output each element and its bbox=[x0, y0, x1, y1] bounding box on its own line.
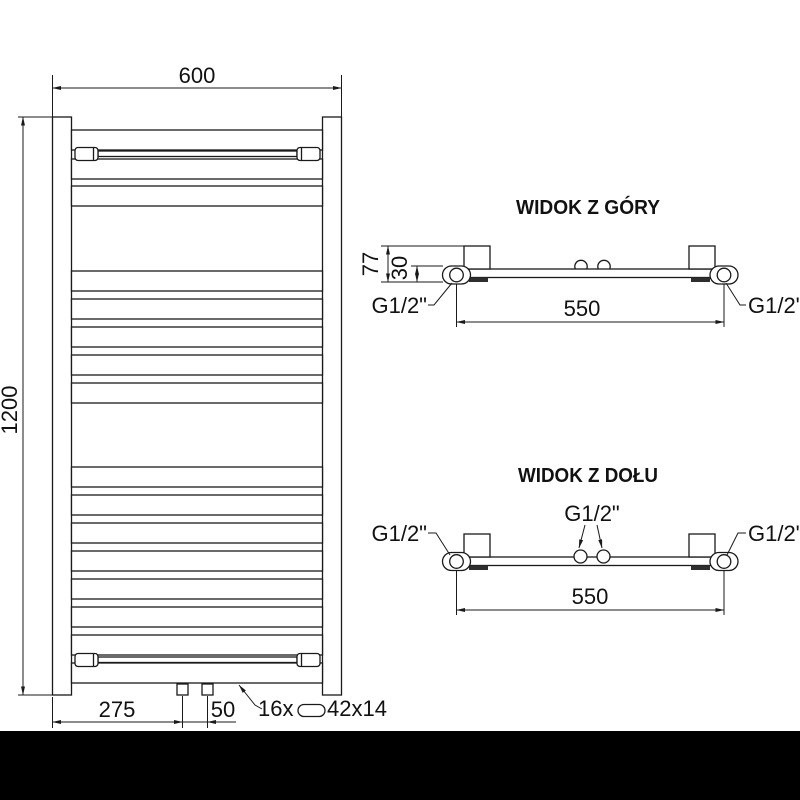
tube-count-label: 16x bbox=[258, 696, 293, 721]
tube bbox=[70, 606, 324, 628]
width-dimension-label: 600 bbox=[179, 63, 216, 88]
tube bbox=[70, 494, 324, 516]
tube bbox=[70, 129, 324, 151]
hanger-rod bbox=[97, 656, 298, 664]
leader-line bbox=[725, 282, 746, 306]
left-connection-callout: G1/2" bbox=[371, 521, 451, 556]
leader-line bbox=[428, 532, 451, 556]
right-connection-callout: G1/2" bbox=[725, 282, 800, 318]
wall-bracket-right bbox=[688, 533, 716, 558]
bottom-connection-stub-left bbox=[176, 683, 189, 696]
axis-spacing-dimension: 550 bbox=[456, 571, 725, 615]
tube bbox=[70, 578, 324, 600]
axis-spacing-label: 550 bbox=[572, 584, 609, 609]
tube bbox=[70, 354, 324, 376]
hanger-clip-left bbox=[74, 146, 99, 162]
right-connection-label: G1/2" bbox=[748, 293, 800, 318]
tube-callout: 16x 42x14 bbox=[238, 684, 387, 721]
top-view-title: WIDOK Z GÓRY bbox=[516, 195, 661, 219]
bracket-pad-left bbox=[469, 565, 488, 570]
bracket-pad-left bbox=[469, 277, 488, 282]
bottom-offset-label: 275 bbox=[99, 697, 136, 722]
tube bbox=[70, 298, 324, 320]
radiator-body bbox=[51, 116, 343, 696]
width-dimension: 600 bbox=[52, 63, 342, 117]
top-hanger-rod bbox=[74, 146, 321, 162]
center-connection-callout: G1/2" bbox=[564, 501, 620, 549]
front-view: 600 1200 bbox=[0, 63, 387, 728]
left-collector bbox=[51, 116, 73, 696]
depth-dimension: 77 bbox=[358, 245, 464, 283]
leader-line bbox=[596, 524, 603, 549]
tube-profile-icon bbox=[297, 703, 326, 718]
connection-circle-right bbox=[716, 267, 732, 283]
height-dimension-label: 1200 bbox=[0, 386, 22, 435]
axis-spacing-dimension: 550 bbox=[456, 284, 725, 327]
tube bbox=[70, 326, 324, 348]
left-connection-label: G1/2" bbox=[371, 521, 427, 546]
bottom-hanger-rod bbox=[74, 652, 321, 668]
leader-line bbox=[238, 684, 263, 710]
connector-depth-dimension: 30 bbox=[387, 256, 443, 283]
right-connection-callout: G1/2" bbox=[726, 521, 800, 556]
center-connection-label: G1/2" bbox=[564, 501, 620, 526]
bottom-connection-stub-right bbox=[201, 683, 214, 696]
top-view: WIDOK Z GÓRY 77 30 bbox=[358, 195, 800, 327]
radiator-tubes bbox=[70, 129, 324, 684]
leader-line bbox=[726, 532, 746, 556]
right-connection-label: G1/2" bbox=[748, 521, 800, 546]
hanger-clip-right bbox=[296, 146, 321, 162]
bottom-dimensions: 275 50 bbox=[52, 696, 236, 728]
hanger-clip-left bbox=[74, 652, 99, 668]
tube bbox=[70, 634, 324, 656]
tube bbox=[70, 522, 324, 544]
tube-profile-label: 42x14 bbox=[327, 696, 387, 721]
height-dimension: 1200 bbox=[0, 116, 53, 696]
leader-line bbox=[428, 282, 453, 306]
top-tube-bar bbox=[454, 268, 719, 279]
center-connection-circle bbox=[596, 549, 611, 564]
hanger-rod bbox=[97, 150, 298, 158]
tube bbox=[70, 662, 324, 684]
depth-label: 77 bbox=[358, 252, 383, 276]
footer-band bbox=[0, 731, 800, 800]
bracket-pad-right bbox=[691, 565, 710, 570]
connection-circle-left bbox=[449, 267, 464, 283]
tube bbox=[70, 270, 324, 292]
left-connection-label: G1/2" bbox=[371, 293, 427, 318]
bottom-view: WIDOK Z DOŁU G1/2" G1/2" G1/2" bbox=[371, 465, 800, 615]
wall-bracket-left bbox=[463, 245, 491, 270]
right-collector bbox=[321, 116, 343, 696]
center-spacing-label: 50 bbox=[211, 697, 235, 722]
connector-depth-label: 30 bbox=[387, 256, 412, 280]
wall-bracket-right bbox=[688, 245, 716, 270]
tube bbox=[70, 550, 324, 572]
bracket-pad-right bbox=[691, 277, 710, 282]
leader-line bbox=[578, 524, 586, 549]
bottom-view-title: WIDOK Z DOŁU bbox=[518, 465, 658, 487]
left-connection-callout: G1/2" bbox=[371, 282, 453, 318]
tube bbox=[70, 158, 324, 180]
tube bbox=[70, 466, 324, 488]
tube bbox=[70, 382, 324, 404]
tube bbox=[70, 185, 324, 207]
wall-bracket-left bbox=[463, 533, 491, 558]
hanger-clip-right bbox=[296, 652, 321, 668]
connection-circle-left bbox=[449, 554, 464, 569]
center-connection-circle bbox=[573, 549, 588, 564]
axis-spacing-label: 550 bbox=[564, 296, 601, 321]
connection-circle-right bbox=[716, 554, 732, 569]
